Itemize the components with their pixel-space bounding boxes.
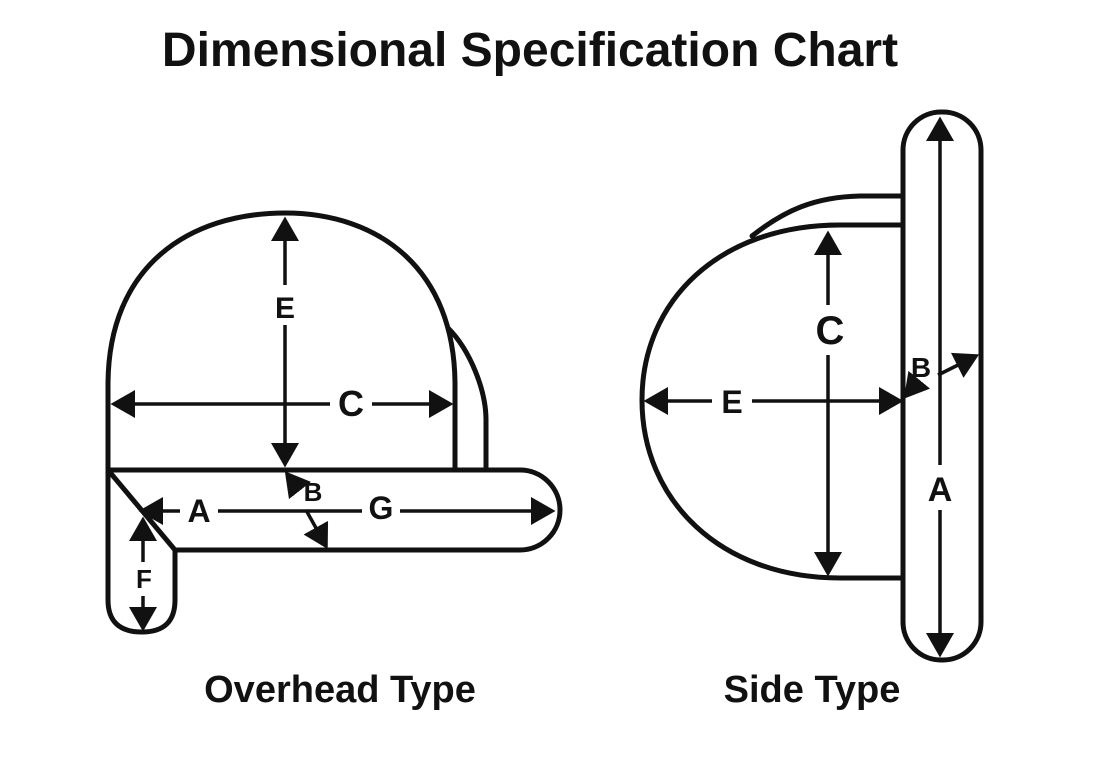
label-g: G <box>369 490 394 526</box>
side-label-e: E <box>721 384 742 420</box>
overhead-dome-outline <box>105 210 458 473</box>
overhead-type-drawing: E C B A G F Overhead Type <box>105 210 563 711</box>
overhead-rear-band <box>445 325 489 473</box>
label-b: B <box>304 477 323 507</box>
side-dome-outline <box>639 222 906 581</box>
label-a: A <box>187 493 210 529</box>
side-band-outline <box>900 109 984 663</box>
overhead-type-caption: Overhead Type <box>204 669 476 711</box>
label-c: C <box>338 383 364 424</box>
side-type-drawing: C E B A Side Type <box>639 109 984 711</box>
side-dimension-b-arrow-left <box>903 370 931 399</box>
side-label-c: C <box>816 309 845 353</box>
label-f: F <box>136 564 152 594</box>
side-dimension-b-arrow <box>937 352 980 378</box>
side-visor-outline <box>749 193 906 239</box>
side-label-a: A <box>928 471 953 509</box>
chart-title: Dimensional Specification Chart <box>162 24 898 77</box>
dimension-b-arrow-down <box>303 509 329 550</box>
side-label-b: B <box>911 352 931 383</box>
label-e: E <box>275 292 295 325</box>
dimension-b-arrow-up <box>284 471 311 500</box>
side-type-caption: Side Type <box>724 669 901 711</box>
